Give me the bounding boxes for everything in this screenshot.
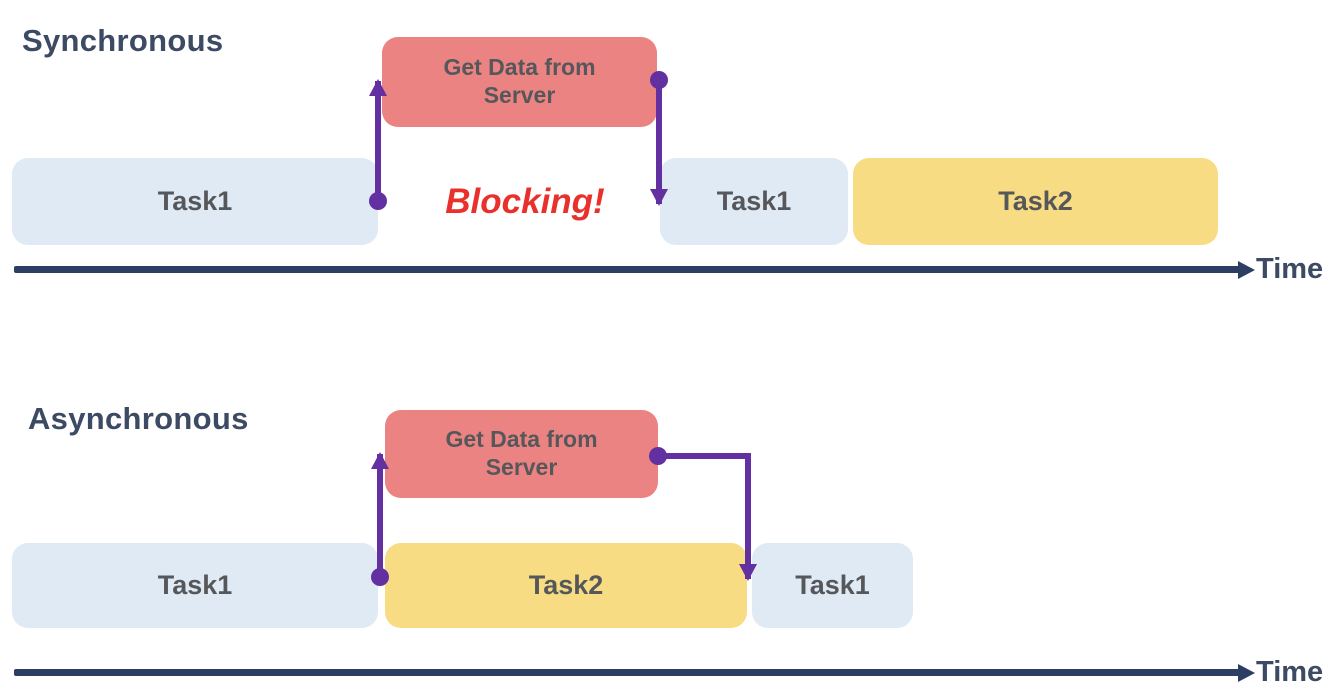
sync-time-axis-label: Time (1256, 253, 1324, 285)
sync-time-axis-line (14, 266, 1240, 273)
sync-task1-block-1: Task1 (12, 158, 378, 245)
async-get-data-server-box: Get Data from Server (385, 410, 658, 498)
blocking-label: Blocking! (445, 181, 605, 221)
async-section-title: Asynchronous (28, 401, 249, 436)
async-task2-block: Task2 (385, 543, 747, 628)
sync-section-title: Synchronous (22, 23, 224, 58)
async-time-axis-label: Time (1256, 656, 1324, 688)
async-time-axis-line (14, 669, 1240, 676)
async-time-axis-arrowhead-icon (1238, 664, 1255, 682)
async-task1-block-2: Task1 (752, 543, 913, 628)
sync-get-data-server-box: Get Data from Server (382, 37, 657, 127)
sync-time-axis-arrowhead-icon (1238, 261, 1255, 279)
sync-task2-block: Task2 (853, 158, 1218, 245)
async-task1-block-1: Task1 (12, 543, 378, 628)
sync-task1-block-2: Task1 (660, 158, 848, 245)
